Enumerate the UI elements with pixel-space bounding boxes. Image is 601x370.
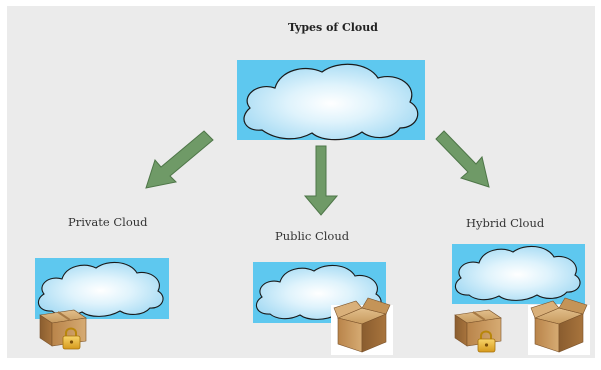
hybrid-cloud-icon	[452, 244, 585, 304]
public-cloud-label: Public Cloud	[275, 229, 350, 243]
hybrid-cloud-label: Hybrid Cloud	[466, 216, 545, 230]
box-icon	[528, 297, 590, 355]
padlock-icon	[477, 330, 496, 353]
private-cloud-label: Private Cloud	[68, 215, 148, 229]
arrow-down-icon	[145, 130, 490, 216]
private-cloud-icon	[35, 258, 169, 319]
main-cloud-icon	[237, 60, 425, 141]
box-icon	[331, 297, 393, 355]
padlock-icon	[62, 327, 81, 350]
diagram-title: Types of Cloud	[288, 21, 378, 34]
